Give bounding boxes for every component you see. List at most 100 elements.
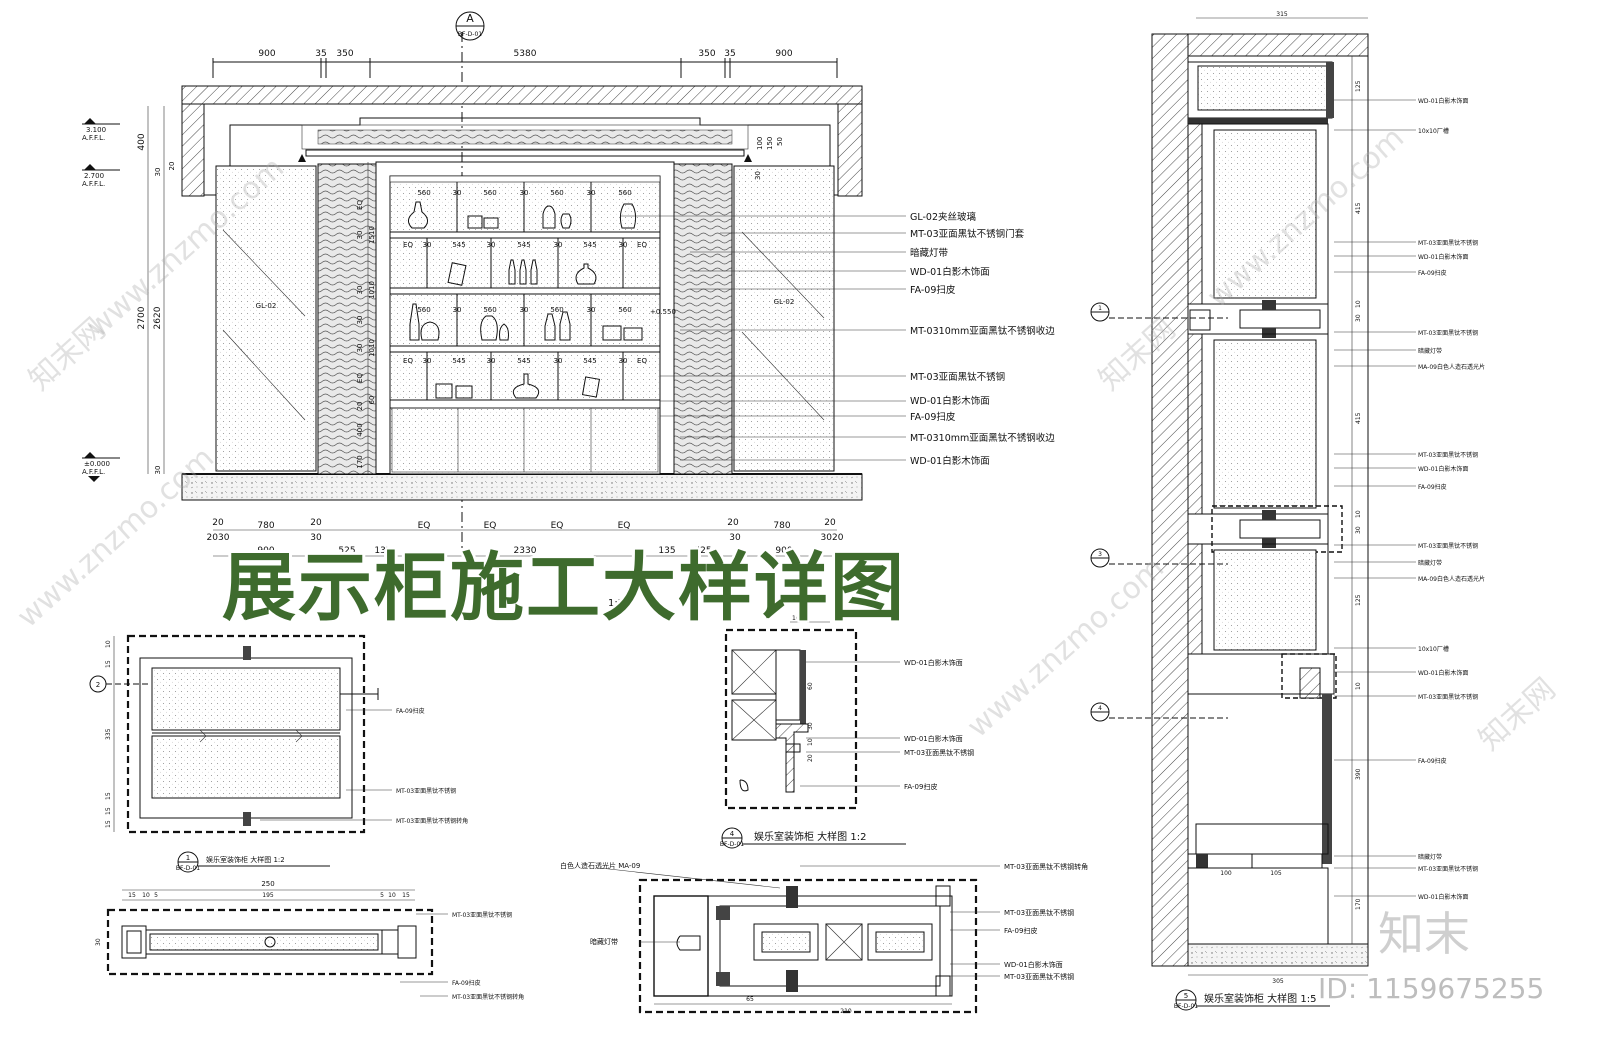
detail2-dim: 10 <box>142 892 150 899</box>
note: MT-0310mm亚面黑钛不锈钢收边 <box>910 325 1055 337</box>
bottom-dim: 525 <box>694 546 711 556</box>
top-dim: 35 <box>724 49 735 59</box>
left-wall-section <box>181 103 205 197</box>
ceiling-slab <box>181 85 863 105</box>
watermark-logo: 知末 <box>1378 907 1470 961</box>
section-note: FA-09扫皮 <box>1418 269 1447 277</box>
right-dim: 30 <box>754 171 762 180</box>
bottom-dim: EQ <box>618 521 631 531</box>
callout-sheet: BF-D-01 <box>176 865 200 872</box>
callout-num: 1 <box>186 854 190 862</box>
row-dim: EQ <box>637 241 647 249</box>
row-dim: 545 <box>452 241 465 249</box>
shelf-dim: 1510 <box>368 226 376 244</box>
row-dim: 30 <box>487 241 496 249</box>
section-note: MT-03亚面黑钛不锈钢 <box>1418 451 1478 459</box>
detail1-dim: 15 <box>105 820 112 828</box>
section-dim: 125 <box>1355 80 1362 92</box>
detail4-note: WD-01白影木饰面 <box>904 658 963 667</box>
detail4-dim: 10 <box>807 738 814 746</box>
row-dim: 30 <box>554 357 563 365</box>
detail2-dim: 250 <box>261 880 274 888</box>
section-callout: 5 BF-D-01 娱乐室装饰柜 大样图 1:5 <box>1174 989 1330 1011</box>
section-dim: 10 <box>1355 300 1362 308</box>
row-dim: 30 <box>453 306 462 314</box>
section-bottom-dim-b: 100 <box>1220 870 1232 877</box>
bottom-dimension-chains: 20 780 20 EQ EQ EQ EQ 20 780 20 2030 30 … <box>207 518 844 557</box>
section-dims: 125 415 30 10 415 10 30 10 125 390 170 <box>1351 56 1362 944</box>
row-dim: 30 <box>487 357 496 365</box>
note: FA-09扫皮 <box>910 411 956 423</box>
detail4-callout: 4 BF-D-01 娱乐室装饰柜 大样图 1:2 <box>720 827 906 849</box>
bottom-dim: 20 <box>824 518 836 528</box>
left-dim: 30 <box>154 168 162 177</box>
top-dim: 900 <box>258 49 275 59</box>
detail2-note: FA-09扫皮 <box>452 979 481 987</box>
detail4-dim: 20 <box>807 754 814 762</box>
level-value: ±0.000 <box>84 460 110 468</box>
section-bottom-dim: 305 <box>1272 978 1284 985</box>
callout-sheet: BF-D-01 <box>720 841 744 848</box>
row-dim: 560 <box>618 306 631 314</box>
note: WD-01白影木饰面 <box>910 395 990 407</box>
detail3-dim: 65 <box>746 996 754 1003</box>
row-dim: 30 <box>554 241 563 249</box>
section-note: MT-03亚面黑钛不锈钢 <box>1418 865 1478 873</box>
top-dim: 350 <box>336 49 353 59</box>
detail1-callout: 1 BF-D-01 娱乐室装饰柜 大样图 1:2 <box>176 851 330 873</box>
section-note: WD-01白影木饰面 <box>1418 893 1468 901</box>
detail-4: 10 60 30 10 20 WD-01白影木饰面 WD-01白影木饰面 MT-… <box>720 615 974 849</box>
left-dim: 400 <box>137 133 147 150</box>
side-marker-num: 2 <box>96 681 100 689</box>
row-dim: 30 <box>520 189 529 197</box>
bottom-dim: EQ <box>484 521 497 531</box>
detail4-dim: 10 <box>792 615 800 622</box>
row-dim: 30 <box>423 357 432 365</box>
marker-num: 4 <box>1098 705 1102 712</box>
detail2-note: MT-03亚面黑钛不锈钢 <box>452 911 512 919</box>
level-mark: +0.550 <box>650 308 676 316</box>
row-dim: 545 <box>517 241 530 249</box>
detail4-note: MT-03亚面黑钛不锈钢 <box>904 748 974 757</box>
detail2-dim: 5 <box>380 892 384 899</box>
shelf-dim: EQ <box>356 373 364 383</box>
section-top-dim: 315 <box>1276 11 1288 18</box>
row-dim: 30 <box>453 189 462 197</box>
front-elevation: A BF-D-01 900 35 350 5380 350 35 900 <box>82 11 1055 609</box>
section-note: 暗藏灯带 <box>1418 347 1442 355</box>
detail4-dim: 30 <box>807 722 814 730</box>
bottom-dim: EQ <box>418 521 431 531</box>
glass-tag-left: GL-02 <box>256 302 277 310</box>
note: 暗藏灯带 <box>910 247 949 259</box>
detail4-note: WD-01白影木饰面 <box>904 734 963 743</box>
section-dim: 125 <box>1355 594 1362 606</box>
detail1-dim: 10 <box>105 640 112 648</box>
detail3-note-left: 暗藏灯带 <box>590 937 618 946</box>
detail3-note-right: MT-03亚面黑钛不锈钢 <box>1004 908 1074 917</box>
detail1-note: MT-03亚面黑钛不锈钢转角 <box>396 817 468 825</box>
row-dim: 30 <box>619 241 628 249</box>
right-dim: 50 <box>776 137 784 146</box>
watermark-id: ID: 1159675255 <box>1318 972 1545 1005</box>
shelf-dim: EQ <box>356 200 364 210</box>
detail3-note-left: 白色人造石透光片 MA-09 <box>560 861 640 870</box>
section-dim: 415 <box>1355 412 1362 424</box>
section-dim: 170 <box>1355 898 1362 910</box>
page-title: 展示柜施工大样详图 <box>222 545 906 631</box>
note: WD-01白影木饰面 <box>910 266 990 278</box>
detail2-dim: 10 <box>388 892 396 899</box>
detail2-dim: 15 <box>128 892 136 899</box>
bottom-dim: 780 <box>773 521 790 531</box>
row-dim: 560 <box>618 189 631 197</box>
detail4-caption: 娱乐室装饰柜 大样图 1:2 <box>754 830 866 843</box>
detail3-note-right: MT-03亚面黑钛不锈钢 <box>1004 972 1074 981</box>
level-unit: A.F.F.L. <box>82 468 105 476</box>
vertical-section: 315 <box>1090 11 1485 1011</box>
top-dim: 350 <box>698 49 715 59</box>
bottom-dim: 3020 <box>821 533 844 543</box>
bottom-dim: 525 <box>338 546 355 556</box>
section-dim: 30 <box>1355 314 1362 322</box>
section-markers: 1 3 4 <box>1090 302 1228 722</box>
detail1-note: FA-09扫皮 <box>396 707 425 715</box>
detail4-note: FA-09扫皮 <box>904 782 937 791</box>
